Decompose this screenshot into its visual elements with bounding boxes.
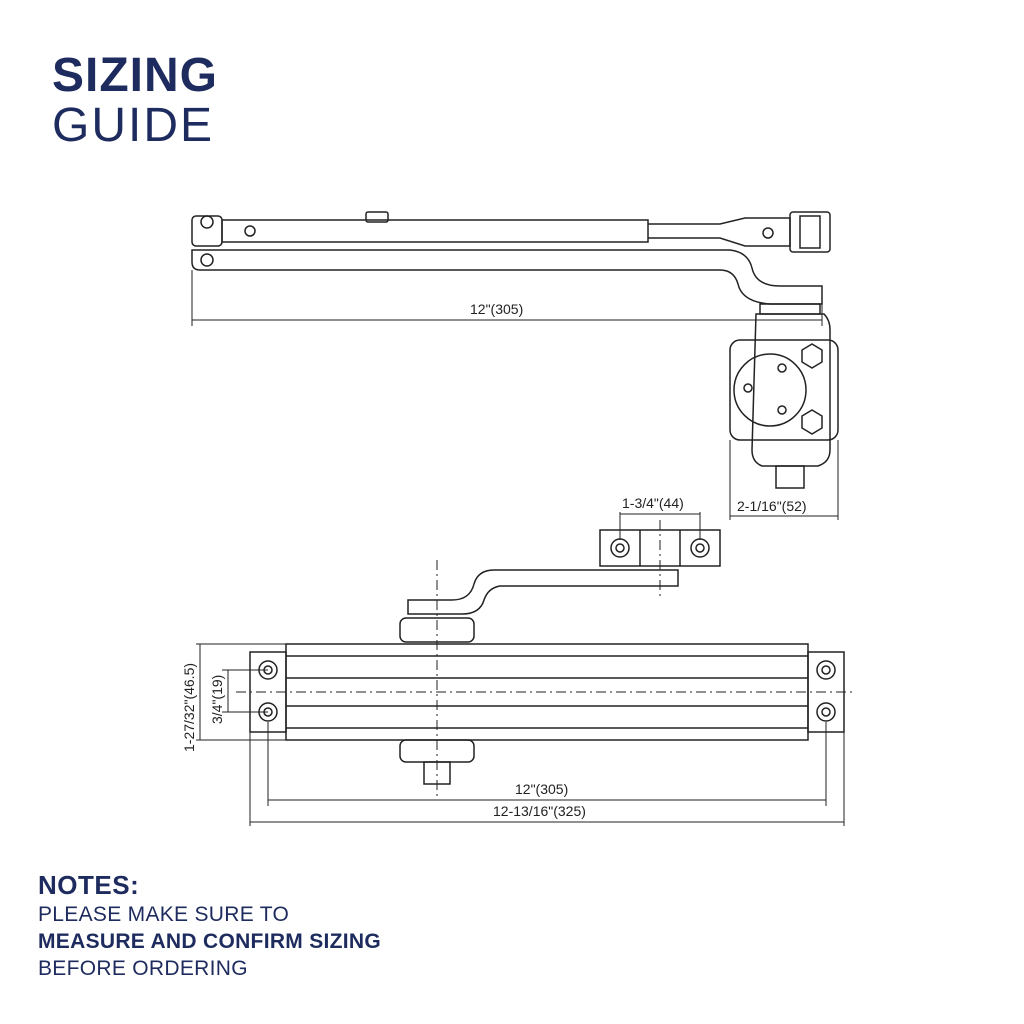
mount-hole-bottom-right bbox=[816, 702, 836, 722]
front-arm bbox=[407, 569, 679, 615]
title-line-2: GUIDE bbox=[52, 99, 215, 152]
main-arm bbox=[191, 249, 823, 305]
valve-hex-top bbox=[801, 343, 823, 369]
arm-forearm bbox=[648, 217, 791, 247]
adjustable-arm-bar bbox=[221, 219, 649, 243]
dim-label-body-height: 1-27/32"(46.5) bbox=[181, 663, 197, 752]
dim-label-bracket-holes: 1-3/4"(44) bbox=[622, 495, 684, 511]
dim-label-hole-spacing: 3/4"(19) bbox=[209, 675, 225, 724]
dim-lines-bottom bbox=[196, 512, 845, 826]
dim-label-hole-length: 12"(305) bbox=[515, 781, 568, 797]
top-view-arm bbox=[191, 211, 839, 489]
end-plate-hole-2 bbox=[743, 383, 753, 393]
arm-rivet-left bbox=[244, 225, 256, 237]
arm-adjust-screw bbox=[365, 211, 389, 223]
notes-line-3: BEFORE ORDERING bbox=[38, 957, 248, 980]
title-line-1: SIZING bbox=[52, 49, 219, 102]
closer-end-plate bbox=[729, 339, 839, 441]
spindle-nut-top bbox=[775, 465, 805, 489]
shoe-bracket-inner bbox=[799, 215, 821, 249]
bracket-hole-left bbox=[610, 538, 630, 558]
sizing-guide-title: SIZING GUIDE bbox=[52, 52, 218, 150]
end-plate-hole-3 bbox=[777, 405, 787, 415]
end-plate-hole-1 bbox=[777, 363, 787, 373]
shoe-bracket bbox=[789, 211, 831, 253]
notes-line-1: PLEASE MAKE SURE TO bbox=[38, 903, 290, 926]
arm-rivet-right bbox=[762, 227, 774, 239]
spindle-cap bbox=[759, 303, 821, 315]
arm-pivot-block bbox=[191, 215, 223, 247]
dim-label-arm-length: 12"(305) bbox=[470, 301, 523, 317]
main-arm-pivot bbox=[200, 253, 214, 267]
notes-block: NOTES: PLEASE MAKE SURE TO MEASURE AND C… bbox=[38, 870, 381, 982]
valve-hex-bottom bbox=[801, 409, 823, 435]
bracket-hole-right bbox=[690, 538, 710, 558]
arm-pivot-nut bbox=[200, 215, 214, 229]
closer-body-end bbox=[751, 313, 831, 467]
front-view-closer bbox=[249, 529, 845, 785]
end-plate-circle bbox=[733, 353, 807, 427]
notes-line-2: MEASURE AND CONFIRM SIZING bbox=[38, 930, 382, 953]
mount-hole-top-right bbox=[816, 660, 836, 680]
dim-top-arm bbox=[191, 270, 839, 520]
dim-label-body-depth: 2-1/16"(52) bbox=[737, 498, 807, 514]
notes-heading: NOTES: bbox=[38, 870, 140, 900]
center-lines bbox=[236, 520, 852, 800]
dim-label-body-length: 12-13/16"(325) bbox=[493, 803, 586, 819]
